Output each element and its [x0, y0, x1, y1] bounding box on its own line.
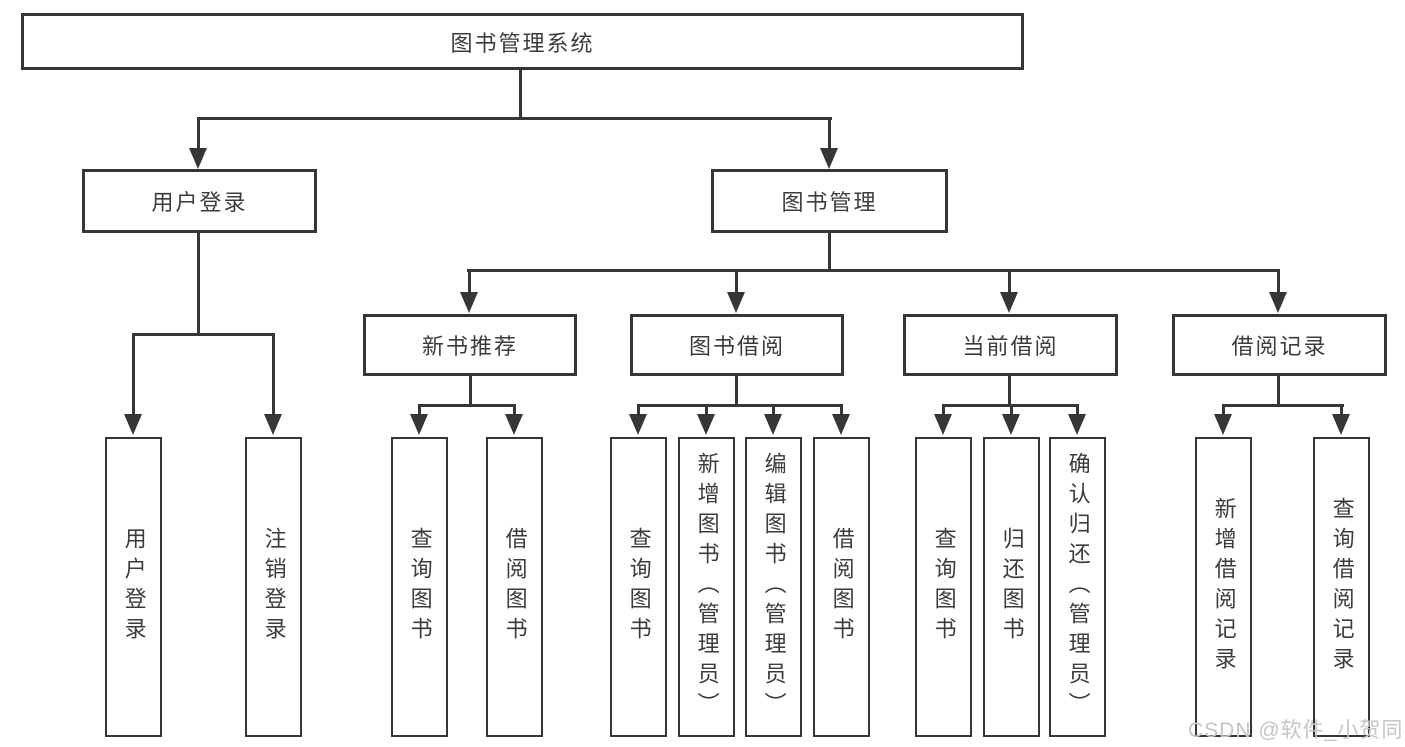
- leaf-query-borrow-record-label: 查询借阅记录: [1329, 497, 1355, 677]
- connector-user-login-stem: [197, 117, 200, 150]
- leaf-borrow-book-label: 借阅图书: [829, 527, 855, 647]
- leaf-query-books-rec: 查询图书: [391, 437, 448, 737]
- arrow-down-icon: [697, 414, 715, 435]
- node-new-book-rec: 新书推荐: [363, 314, 577, 376]
- connector-user-login-down: [197, 232, 200, 336]
- connector-leaf-e2-stem: [1340, 404, 1343, 416]
- arrow-down-icon: [124, 414, 142, 435]
- arrow-down-icon: [934, 414, 952, 435]
- connector-leaf-b2-stem: [513, 404, 516, 416]
- arrow-down-icon: [1068, 414, 1086, 435]
- node-user-login-label: 用户登录: [151, 190, 248, 215]
- leaf-add-book-admin-label: 新增图书（管理员）: [694, 452, 720, 722]
- connector-group-e-rail: [1222, 404, 1344, 407]
- node-borrow-records-label: 借阅记录: [1231, 334, 1328, 359]
- connector-leaf-c1-stem: [637, 404, 640, 416]
- connector-leaf-c3-stem: [772, 404, 775, 416]
- leaf-query-borrow-record: 查询借阅记录: [1313, 437, 1370, 737]
- leaf-add-borrow-record: 新增借阅记录: [1195, 437, 1252, 737]
- leaf-query-books-borrow: 查询图书: [610, 437, 667, 737]
- connector-l3-rail: [467, 269, 1280, 272]
- node-new-book-rec-label: 新书推荐: [421, 334, 518, 359]
- leaf-borrow-book: 借阅图书: [813, 437, 870, 737]
- connector-borrow-stem: [735, 269, 738, 294]
- leaf-edit-book-admin-label: 编辑图书（管理员）: [761, 452, 787, 722]
- arrow-down-icon: [1269, 292, 1287, 313]
- leaf-confirm-return-admin: 确认归还（管理员）: [1049, 437, 1106, 737]
- leaf-add-book-admin: 新增图书（管理员）: [678, 437, 735, 737]
- node-current-borrow: 当前借阅: [903, 314, 1118, 376]
- connector-record-stem: [1277, 269, 1280, 294]
- connector-book-mgmt-down: [828, 232, 831, 272]
- node-user-login: 用户登录: [82, 169, 317, 233]
- leaf-return-book-label: 归还图书: [999, 527, 1025, 647]
- connector-leaf-e1-stem: [1222, 404, 1225, 416]
- leaf-borrow-books-rec-label: 借阅图书: [502, 527, 528, 647]
- leaf-query-books-rec-label: 查询图书: [407, 527, 433, 647]
- connector-borrow-down: [735, 375, 738, 407]
- node-book-borrow-label: 图书借阅: [688, 334, 785, 359]
- connector-leaf-b1-stem: [418, 404, 421, 416]
- leaf-borrow-books-rec: 借阅图书: [486, 437, 543, 737]
- leaf-query-books-current: 查询图书: [915, 437, 972, 737]
- node-root-label: 图书管理系统: [450, 30, 595, 56]
- connector-newrec-stem: [468, 269, 471, 294]
- connector-current-stem: [1008, 269, 1011, 294]
- connector-record-down: [1277, 375, 1280, 407]
- arrow-down-icon: [264, 414, 282, 435]
- node-book-mgmt: 图书管理: [711, 169, 948, 233]
- connector-root-stem: [519, 69, 522, 120]
- csdn-watermark: CSDN @软件_小贺同学: [1188, 719, 1405, 742]
- leaf-user-login-label: 用户登录: [121, 527, 147, 647]
- connector-leaf-a2-stem: [272, 333, 275, 416]
- connector-current-down: [1008, 375, 1011, 407]
- connector-newrec-down: [469, 375, 472, 407]
- leaf-query-books-borrow-label: 查询图书: [626, 527, 652, 647]
- arrow-down-icon: [189, 148, 207, 169]
- connector-leaf-c4-stem: [840, 404, 843, 416]
- arrow-down-icon: [820, 148, 838, 169]
- arrow-down-icon: [410, 414, 428, 435]
- connector-book-mgmt-stem: [828, 117, 831, 150]
- connector-leaf-d1-stem: [942, 404, 945, 416]
- arrow-down-icon: [629, 414, 647, 435]
- arrow-down-icon: [764, 414, 782, 435]
- node-book-mgmt-label: 图书管理: [781, 190, 878, 215]
- leaf-add-borrow-record-label: 新增借阅记录: [1211, 497, 1237, 677]
- leaf-edit-book-admin: 编辑图书（管理员）: [745, 437, 802, 737]
- arrow-down-icon: [460, 292, 478, 313]
- arrow-down-icon: [1002, 414, 1020, 435]
- connector-leaf-c2-stem: [705, 404, 708, 416]
- leaf-confirm-return-admin-label: 确认归还（管理员）: [1065, 452, 1091, 722]
- arrow-down-icon: [505, 414, 523, 435]
- leaf-logout: 注销登录: [245, 437, 302, 737]
- leaf-user-login: 用户登录: [105, 437, 162, 737]
- connector-leaf-d3-stem: [1076, 404, 1079, 416]
- arrow-down-icon: [1332, 414, 1350, 435]
- node-root: 图书管理系统: [21, 13, 1024, 70]
- leaf-return-book: 归还图书: [983, 437, 1040, 737]
- arrow-down-icon: [1214, 414, 1232, 435]
- leaf-query-books-current-label: 查询图书: [931, 527, 957, 647]
- node-current-borrow-label: 当前借阅: [962, 334, 1059, 359]
- connector-l2-rail: [197, 117, 832, 120]
- connector-group-a-rail: [132, 333, 275, 336]
- connector-leaf-d2-stem: [1010, 404, 1013, 416]
- arrow-down-icon: [832, 414, 850, 435]
- node-borrow-records: 借阅记录: [1172, 314, 1387, 376]
- arrow-down-icon: [727, 292, 745, 313]
- connector-group-c-rail: [637, 404, 843, 407]
- connector-group-b-rail: [418, 404, 516, 407]
- leaf-logout-label: 注销登录: [261, 527, 287, 647]
- arrow-down-icon: [1000, 292, 1018, 313]
- connector-leaf-a1-stem: [132, 333, 135, 416]
- node-book-borrow: 图书借阅: [630, 314, 844, 376]
